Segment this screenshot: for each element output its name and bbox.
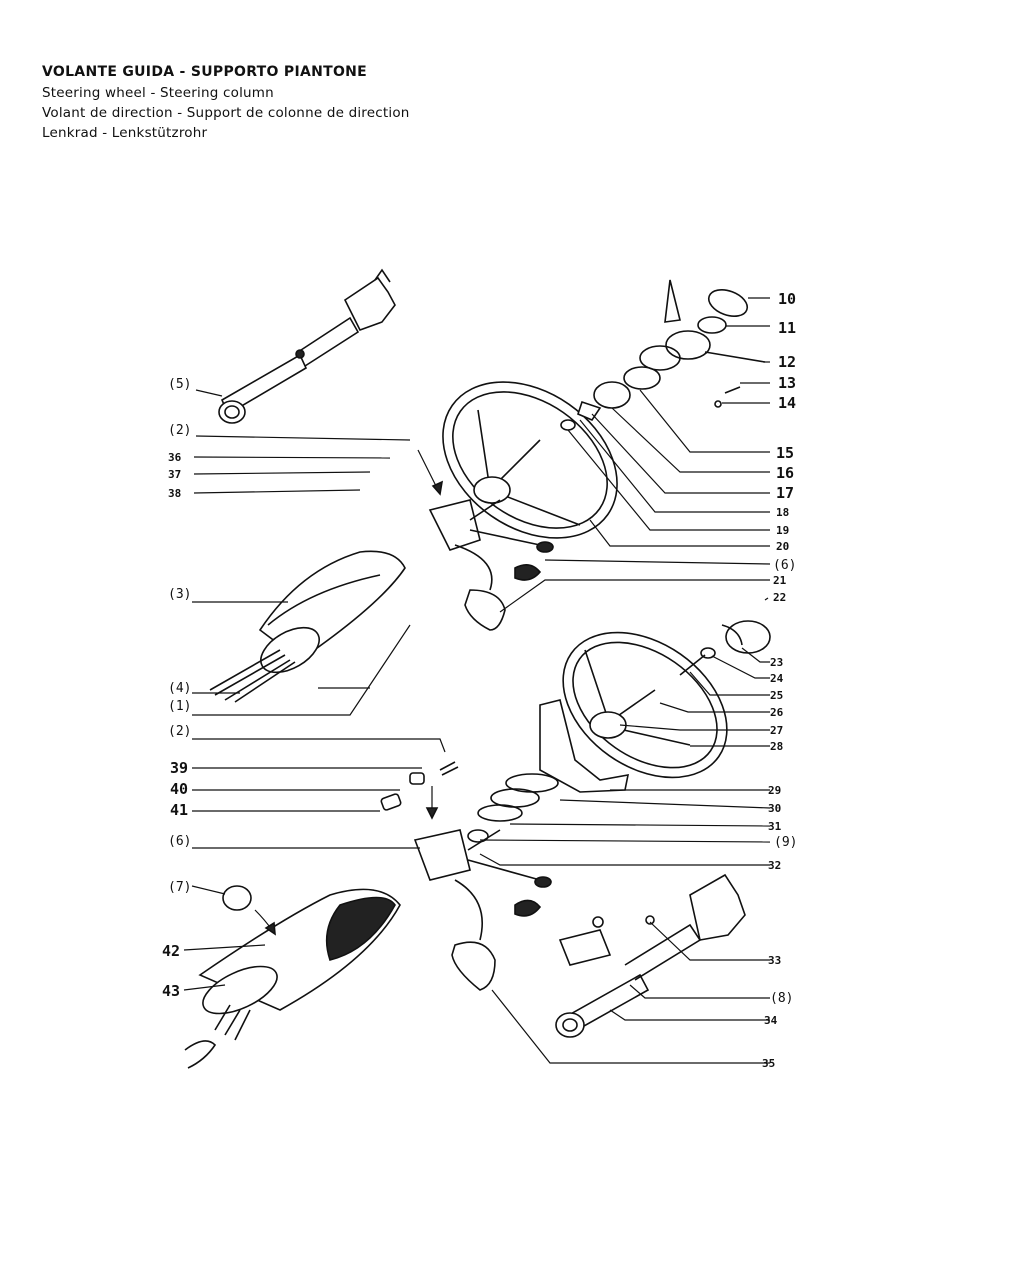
label-11: 11	[778, 319, 796, 337]
wire-clip-21	[464, 589, 506, 631]
label-18: 18	[776, 506, 789, 519]
label-2-lower: (2)	[168, 724, 191, 739]
wire-clip-35	[451, 941, 496, 991]
diagram-title: VOLANTE GUIDA - SUPPORTO PIANTONE	[42, 64, 368, 80]
label-20: 20	[776, 540, 789, 553]
subtitle-french: Volant de direction - Support de colonne…	[42, 105, 410, 121]
switch-assembly-upper	[428, 499, 554, 591]
label-35: 35	[762, 1057, 775, 1070]
label-22: 22	[773, 591, 786, 604]
steering-column-upper	[218, 268, 396, 424]
label-9: (9)	[774, 835, 797, 850]
assembly-arrows	[254, 449, 444, 936]
label-19: 19	[776, 524, 789, 537]
label-33: 33	[768, 954, 781, 967]
label-2-upper: (2)	[168, 423, 191, 438]
label-6-lower: (6)	[168, 834, 191, 849]
label-15: 15	[776, 444, 794, 462]
label-37: 37	[168, 468, 181, 481]
label-38: 38	[168, 487, 181, 500]
label-3: (3)	[168, 587, 191, 602]
label-21: 21	[773, 574, 787, 587]
label-30: 30	[768, 802, 781, 815]
label-41: 41	[170, 801, 188, 819]
horn-parts-upper	[560, 279, 766, 431]
label-14: 14	[778, 394, 796, 412]
label-43: 43	[162, 982, 180, 1000]
label-29: 29	[768, 784, 781, 797]
label-5: (5)	[168, 377, 191, 392]
label-32: 32	[768, 859, 781, 872]
label-12: 12	[778, 353, 796, 371]
subtitle-english: Steering wheel - Steering column	[42, 85, 274, 101]
label-24: 24	[770, 672, 784, 685]
column-shroud-upper	[209, 550, 406, 703]
leader-lines	[183, 297, 771, 1064]
horn-bar-springs	[467, 699, 630, 843]
steering-wheel-upper	[442, 381, 618, 539]
subtitle-german: Lenkrad - Lenkstützrohr	[42, 125, 208, 141]
label-40: 40	[170, 780, 188, 798]
steering-column-lower	[555, 873, 746, 1038]
steering-wheel-lower	[562, 620, 771, 779]
switch-assembly-lower	[380, 761, 552, 941]
label-28: 28	[770, 740, 783, 753]
label-39: 39	[170, 759, 188, 777]
label-25: 25	[770, 689, 783, 702]
diagram-header: VOLANTE GUIDA - SUPPORTO PIANTONE Steeri…	[42, 62, 410, 143]
label-31: 31	[768, 820, 782, 833]
label-13: 13	[778, 374, 796, 392]
label-16: 16	[776, 464, 794, 482]
label-8: (8)	[770, 991, 793, 1006]
label-1: (1)	[168, 699, 191, 714]
label-42: 42	[162, 942, 180, 960]
column-shroud-lower	[184, 885, 401, 1069]
label-34: 34	[764, 1014, 778, 1027]
label-7: (7)	[168, 880, 191, 895]
label-27: 27	[770, 724, 783, 737]
label-6-upper: (6)	[773, 558, 796, 573]
label-26: 26	[770, 706, 784, 719]
label-10: 10	[778, 290, 796, 308]
label-17: 17	[776, 484, 794, 502]
label-4: (4)	[168, 681, 191, 696]
label-23: 23	[770, 656, 783, 669]
label-36: 36	[168, 451, 182, 464]
